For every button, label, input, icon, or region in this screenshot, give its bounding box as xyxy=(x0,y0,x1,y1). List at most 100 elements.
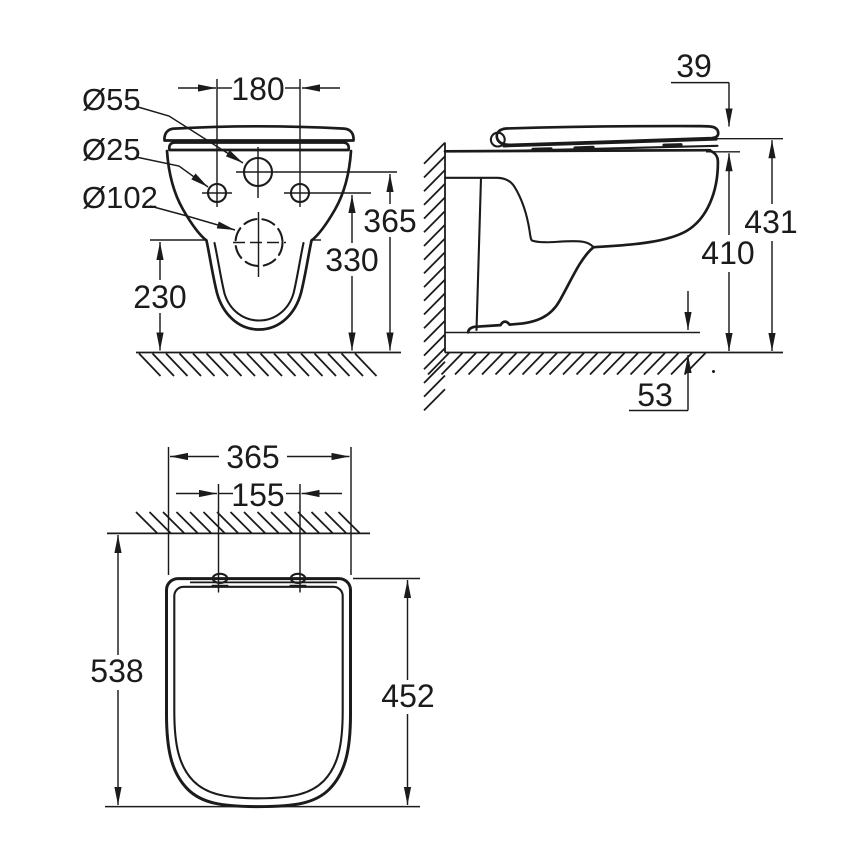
dim-330-text: 330 xyxy=(325,242,378,278)
hatch-stroke xyxy=(423,306,446,329)
hatch-stroke xyxy=(259,352,283,377)
front-seat-lid xyxy=(163,125,355,142)
hatch-stroke xyxy=(521,352,545,376)
label-d102: Ø102 xyxy=(82,180,158,215)
label-d55: Ø55 xyxy=(82,82,141,117)
hatch-stroke xyxy=(354,352,378,377)
side-lid-hinge xyxy=(489,131,506,148)
hatch-stroke xyxy=(454,352,477,376)
hatch-stroke xyxy=(202,511,226,534)
hatch-stroke xyxy=(562,352,585,376)
hatch-stroke xyxy=(337,511,361,534)
hatch-stroke xyxy=(508,352,531,376)
dim-538-text: 538 xyxy=(90,653,143,689)
hatch-stroke xyxy=(216,511,239,534)
front-seat-ring xyxy=(167,141,351,152)
hatch-stroke xyxy=(423,292,446,316)
dim-180-text: 180 xyxy=(231,71,284,107)
hatch-stroke xyxy=(219,352,243,377)
hatch-stroke xyxy=(423,333,446,357)
hatch-stroke xyxy=(256,511,280,534)
hatch-stroke xyxy=(148,511,172,534)
leader-d102 xyxy=(149,205,236,231)
side-flush-channel xyxy=(443,176,595,249)
side-inner-back-line xyxy=(475,176,483,332)
hatch-stroke xyxy=(589,352,612,376)
hatch-stroke xyxy=(423,251,446,275)
dim-53-text: 53 xyxy=(637,377,673,413)
hatch-stroke xyxy=(324,511,347,534)
hatch-stroke xyxy=(189,511,212,534)
hatch-stroke xyxy=(616,352,639,376)
hatch-stroke xyxy=(300,352,324,377)
hatch-stroke xyxy=(243,511,266,534)
dim-431-text: 431 xyxy=(744,204,797,240)
dim-230-text: 230 xyxy=(133,279,186,315)
hatch-stroke xyxy=(643,352,666,376)
hatch-stroke xyxy=(427,352,450,376)
hatch-stroke xyxy=(423,237,446,261)
hatch-stroke xyxy=(535,352,558,376)
hatch-stroke xyxy=(205,352,229,377)
wall-hatching xyxy=(423,141,446,412)
hatch-stroke xyxy=(178,352,202,377)
hatch-stroke xyxy=(656,352,680,376)
side-seat-top xyxy=(502,138,718,148)
hatch-stroke xyxy=(423,155,446,179)
seat-buffer xyxy=(662,143,683,147)
wall-hatching xyxy=(135,511,361,534)
hatch-stroke xyxy=(467,352,491,376)
hatch-stroke xyxy=(310,511,334,534)
seat-buffer xyxy=(531,147,553,151)
hatch-stroke xyxy=(340,352,364,377)
floor-hatching xyxy=(138,352,378,377)
hatch-stroke xyxy=(494,352,518,376)
dim-410-text: 410 xyxy=(701,235,754,271)
hatch-stroke xyxy=(232,352,256,377)
front-view: Ø55 Ø25 Ø102 180 365 330 230 xyxy=(82,71,417,377)
seat-buffer xyxy=(573,145,595,150)
hatch-stroke xyxy=(423,278,446,302)
side-bowl-outline xyxy=(466,148,720,334)
hatch-stroke xyxy=(423,196,446,220)
hatch-stroke xyxy=(629,352,653,376)
dim-452-text: 452 xyxy=(381,678,434,714)
plan-seat-inner xyxy=(173,585,344,800)
hatch-stroke xyxy=(423,169,446,192)
hatch-stroke xyxy=(229,511,253,534)
hatch-stroke xyxy=(192,352,216,377)
side-view: 39 410 431 53 xyxy=(423,48,798,413)
hatch-stroke xyxy=(313,352,337,377)
hatch-stroke xyxy=(548,352,572,376)
hatch-stroke xyxy=(175,511,199,534)
hatch-stroke xyxy=(327,352,351,377)
hatch-stroke xyxy=(162,511,185,534)
hatch-stroke xyxy=(423,347,446,370)
plan-hinge-left xyxy=(211,572,229,585)
dim-365-text: 365 xyxy=(363,203,416,239)
hatch-stroke xyxy=(151,352,175,377)
dim-39-text: 39 xyxy=(676,48,712,84)
hatch-stroke xyxy=(423,374,446,398)
hatch-stroke xyxy=(165,352,189,377)
label-d25: Ø25 xyxy=(82,132,141,167)
front-bowl-inner-line xyxy=(213,241,305,322)
dim-155-text: 155 xyxy=(231,477,284,513)
plan-view: 365 155 538 452 xyxy=(90,439,435,809)
side-lid xyxy=(495,124,720,147)
hatch-stroke xyxy=(270,511,293,534)
hatch-stroke xyxy=(481,352,504,376)
front-bowl-outline xyxy=(165,149,353,331)
dim-365-text: 365 xyxy=(226,439,279,475)
hatch-stroke xyxy=(423,210,446,233)
hatch-stroke xyxy=(286,352,310,377)
hatch-stroke xyxy=(273,352,297,377)
hatch-stroke xyxy=(423,361,446,384)
hatch-stroke xyxy=(135,511,158,534)
hatch-stroke xyxy=(283,511,307,534)
leader-d55 xyxy=(137,106,244,164)
hatch-stroke xyxy=(423,388,446,412)
